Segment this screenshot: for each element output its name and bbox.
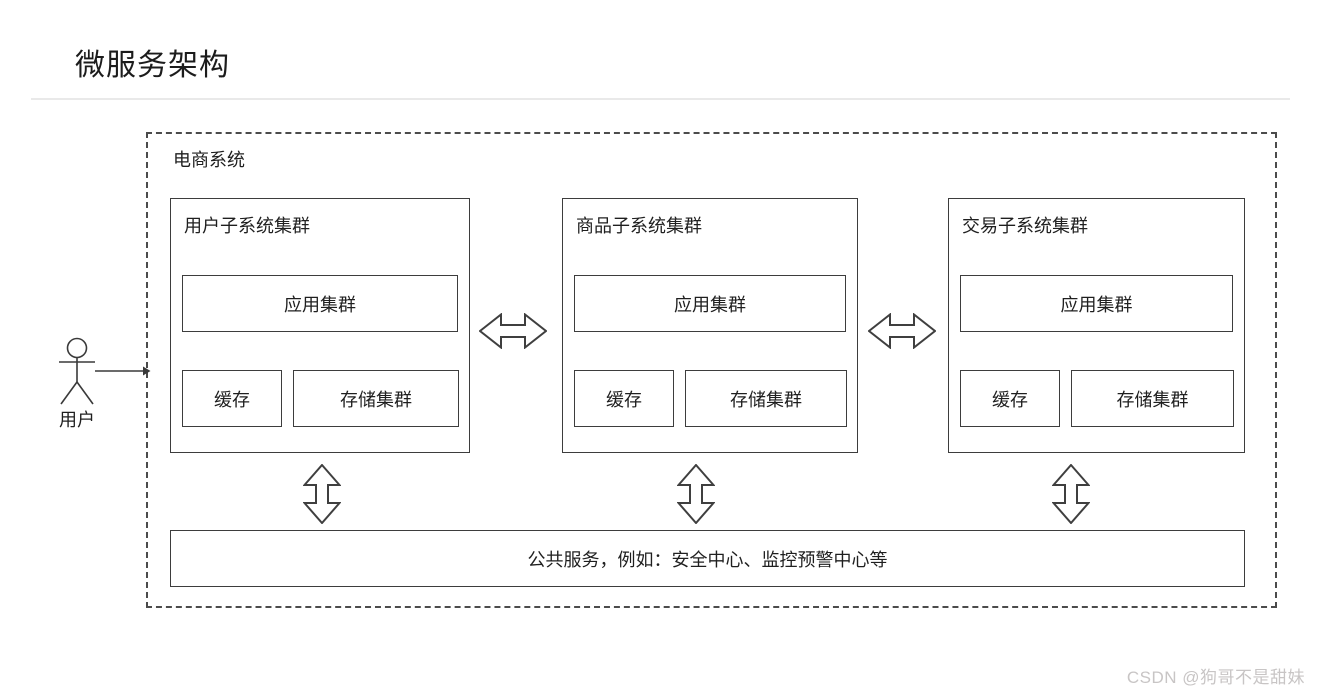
app-cluster-box: 应用集群 [960, 275, 1233, 332]
storage-cluster-box: 存储集群 [685, 370, 847, 427]
subsystem-box-user: 用户子系统集群 应用集群 缓存 存储集群 [170, 198, 470, 453]
app-cluster-label: 应用集群 [284, 294, 356, 315]
app-cluster-label: 应用集群 [674, 294, 746, 315]
storage-cluster-box: 存储集群 [1071, 370, 1234, 427]
arrow-right-icon [95, 366, 151, 376]
storage-cluster-label: 存储集群 [1116, 389, 1189, 410]
cache-box: 缓存 [960, 370, 1060, 427]
storage-cluster-label: 存储集群 [340, 389, 412, 410]
app-cluster-label: 应用集群 [1060, 294, 1133, 315]
hollow-double-arrow-horizontal-icon [479, 313, 547, 349]
subsystem-title: 交易子系统集群 [962, 216, 1088, 236]
cache-box: 缓存 [182, 370, 282, 427]
title-divider [31, 98, 1290, 100]
shared-services-box: 公共服务，例如：安全中心、监控预警中心等 [170, 530, 1245, 587]
cache-box: 缓存 [574, 370, 674, 427]
cache-label: 缓存 [606, 389, 642, 410]
hollow-double-arrow-horizontal-icon [868, 313, 936, 349]
hollow-double-arrow-vertical-icon [677, 464, 715, 524]
stick-figure-icon [59, 337, 151, 405]
subsystem-title: 用户子系统集群 [184, 216, 310, 236]
app-cluster-box: 应用集群 [574, 275, 846, 332]
watermark: CSDN @狗哥不是甜妹 [1126, 668, 1305, 687]
subsystem-title: 商品子系统集群 [576, 216, 702, 236]
hollow-double-arrow-vertical-icon [303, 464, 341, 524]
page-title: 微服务架构 [75, 49, 230, 82]
cache-label: 缓存 [992, 389, 1028, 410]
subsystem-box-trade: 交易子系统集群 应用集群 缓存 存储集群 [948, 198, 1245, 453]
shared-services-label: 公共服务，例如：安全中心、监控预警中心等 [527, 549, 888, 570]
actor-label: 用户 [59, 410, 95, 430]
hollow-double-arrow-vertical-icon [1052, 464, 1090, 524]
storage-cluster-label: 存储集群 [730, 389, 802, 410]
subsystem-box-product: 商品子系统集群 应用集群 缓存 存储集群 [562, 198, 858, 453]
storage-cluster-box: 存储集群 [293, 370, 459, 427]
cache-label: 缓存 [214, 389, 250, 410]
system-boundary-label: 电商系统 [173, 150, 245, 170]
app-cluster-box: 应用集群 [182, 275, 458, 332]
